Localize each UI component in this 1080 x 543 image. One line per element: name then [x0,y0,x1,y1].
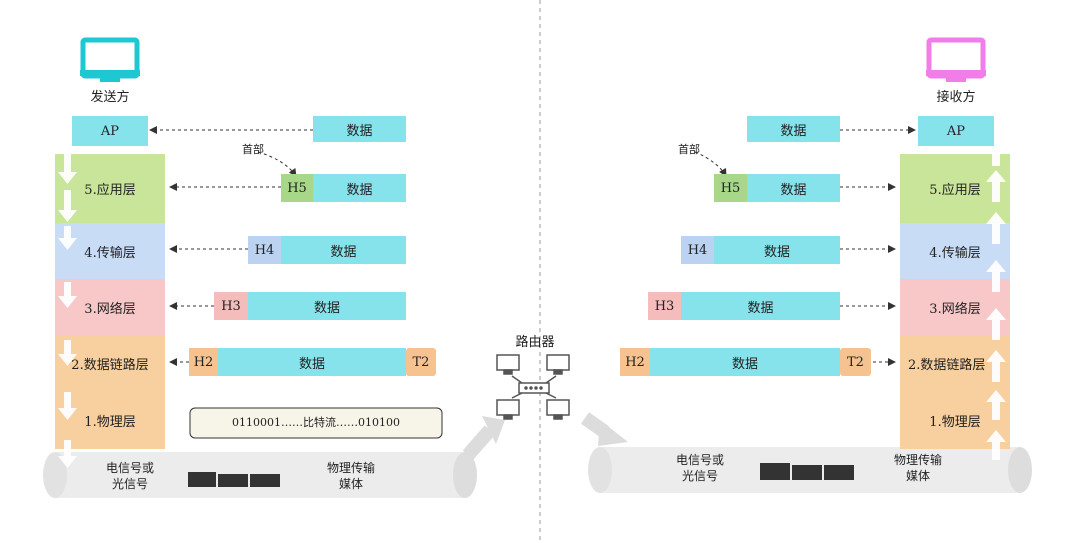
receiver-title: 接收方 [936,90,976,105]
receiver-data-l2-label: 数据 [731,356,758,372]
sender-to-router-arrow [462,416,505,460]
receiver-data-l5: 数据 [747,174,840,202]
receiver-h3: H3 [648,292,681,320]
sender-data-l4-label: 数据 [330,244,357,260]
receiver-layer-3-label: 3.网络层 [929,301,981,317]
receiver-layer-3: 3.网络层 [900,279,1010,335]
sender-layer-5-label: 5.应用层 [84,183,136,198]
receiver-data-ap: 数据 [747,116,840,142]
sender-data-l3: 数据 [248,292,406,320]
sender-h2: H2 [189,348,218,376]
receiver-layer-2: 2.数据链路层 [900,335,1010,391]
sender-title: 发送方 [90,90,130,105]
receiver-data-l3-label: 数据 [747,300,774,316]
receiver-monitor-icon [926,37,986,82]
sender-ap-label: AP [100,123,120,139]
sender-layer-3-label: 3.网络层 [84,301,136,317]
sender-ap-box: AP [72,116,148,146]
receiver-medium-label: 物理传输 媒体 [893,453,942,483]
receiver-h5-label: H5 [720,180,741,196]
sender-signal-label: 电信号或 光信号 [105,461,154,491]
receiver-layer-4: 4.传输层 [900,223,1010,279]
receiver-layer-1: 1.物理层 [900,391,1010,449]
sender-t2-label: T2 [412,354,430,370]
sender-monitor-icon [80,37,140,82]
sender-layer-1-label: 1.物理层 [84,414,136,430]
receiver-data-ap-label: 数据 [780,123,807,139]
sender-data-l2-label: 数据 [298,356,325,372]
receiver-h4-label: H4 [687,242,708,258]
receiver-data-l4: 数据 [714,236,840,264]
sender-h3-label: H3 [221,298,241,314]
sender-layer-2-label: 2.数据链路层 [71,357,149,373]
sender-data-ap-label: 数据 [346,123,373,139]
sender-bitstream-label: 0110001……比特流……010100 [232,416,400,429]
sender-data-ap: 数据 [313,116,406,142]
sender-header-note: 首部 [242,143,264,156]
arrow-header-note-right [694,151,727,177]
bitstream-box [189,407,443,439]
receiver-signal-blocks [760,463,854,480]
receiver-layer-5: 5.应用层 [900,154,1010,223]
receiver-data-l4-label: 数据 [763,244,790,260]
receiver-layer-2-label: 2.数据链路层 [908,357,986,373]
sender-h3: H3 [214,292,248,320]
receiver-t2-label: T2 [847,354,864,370]
router-to-receiver-arrow [580,412,628,446]
sender-h5: H5 [281,174,313,202]
receiver-header-note: 首部 [678,143,700,156]
receiver-t2: T2 [840,348,871,376]
receiver-h2-label: H2 [625,354,645,370]
sender-layer-4: 4.传输层 [55,223,165,279]
sender-signal-blocks [188,472,280,487]
receiver-data-l3: 数据 [681,292,840,320]
sender-data-l3-label: 数据 [313,300,340,316]
sender-data-l2: 数据 [218,348,406,376]
receiver-layer-5-label: 5.应用层 [929,183,981,198]
sender-layer-3: 3.网络层 [55,279,165,335]
receiver-ap-box: AP [918,116,994,146]
sender-layer-5: 5.应用层 [55,154,165,223]
sender-layer-2: 2.数据链路层 [55,335,165,391]
sender-t2: T2 [406,348,436,376]
sender-h2-label: H2 [193,354,214,370]
arrow-header-note-left [257,151,297,177]
receiver-h3-label: H3 [654,298,675,314]
sender-data-l5: 数据 [313,174,406,202]
sender-h4-label: H4 [254,242,275,258]
sender-data-l4: 数据 [281,236,406,264]
sender-layer-1: 1.物理层 [55,391,165,449]
router-title: 路由器 [515,335,555,350]
sender-h5-label: H5 [287,180,307,196]
router-icon [496,354,570,420]
receiver-ap-label: AP [946,123,966,139]
receiver-layer-1-label: 1.物理层 [929,414,981,430]
receiver-layer-4-label: 4.传输层 [929,245,981,261]
receiver-data-l2: 数据 [650,348,840,376]
sender-data-l5-label: 数据 [346,182,373,198]
sender-h4: H4 [248,236,281,264]
receiver-data-l5-label: 数据 [780,182,807,198]
sender-medium-label: 物理传输 媒体 [326,461,375,491]
receiver-h5: H5 [714,174,747,202]
receiver-signal-label: 电信号或 光信号 [675,453,724,483]
receiver-h2: H2 [620,348,650,376]
sender-layer-4-label: 4.传输层 [84,245,136,261]
receiver-h4: H4 [681,236,714,264]
